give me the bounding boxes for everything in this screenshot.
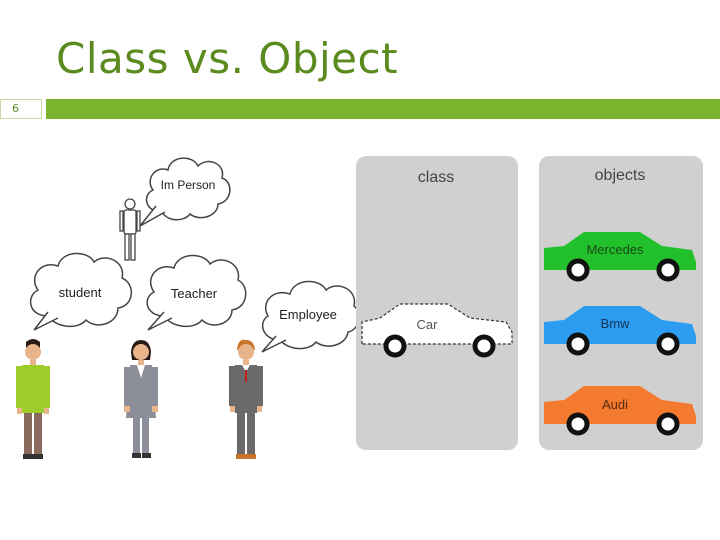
- bubble-employee: [261, 280, 360, 353]
- class-panel: [356, 156, 518, 450]
- bmw-wheel-rear: [656, 332, 680, 356]
- bubble-im-person: [139, 157, 231, 227]
- slide-number: 6: [12, 102, 19, 115]
- slide-title: Class vs. Object: [56, 34, 399, 83]
- mercedes-wheel-rear: [656, 258, 680, 282]
- objects-panel: [539, 156, 703, 450]
- student-figure: [16, 339, 50, 459]
- person-outline-figure: [119, 198, 141, 261]
- title-rule-bar: [46, 99, 720, 119]
- bubble-teacher-text: Teacher: [171, 286, 218, 301]
- bubble-im-person-text: Im Person: [161, 178, 216, 192]
- audi-wheel-rear: [656, 412, 680, 436]
- class-car-wheels: [383, 334, 496, 358]
- bmw-wheel-front: [566, 332, 590, 356]
- mercedes-wheel-front: [566, 258, 590, 282]
- objects-heading: objects: [595, 167, 646, 184]
- slide-number-box: [0, 99, 42, 119]
- class-car-outline: [361, 303, 513, 345]
- teacher-figure: [124, 340, 158, 458]
- class-heading: class: [418, 169, 454, 186]
- bubble-student-text: student: [59, 285, 102, 300]
- bubble-student: [29, 252, 132, 331]
- employee-figure: [229, 339, 263, 459]
- bubble-employee-text: Employee: [279, 307, 337, 322]
- bmw-label: Bmw: [601, 316, 631, 331]
- audi-label: Audi: [602, 397, 628, 412]
- class-car-label: Car: [417, 317, 439, 332]
- audi-wheel-front: [566, 412, 590, 436]
- mercedes-label: Mercedes: [586, 242, 644, 257]
- bubble-teacher: [146, 254, 247, 331]
